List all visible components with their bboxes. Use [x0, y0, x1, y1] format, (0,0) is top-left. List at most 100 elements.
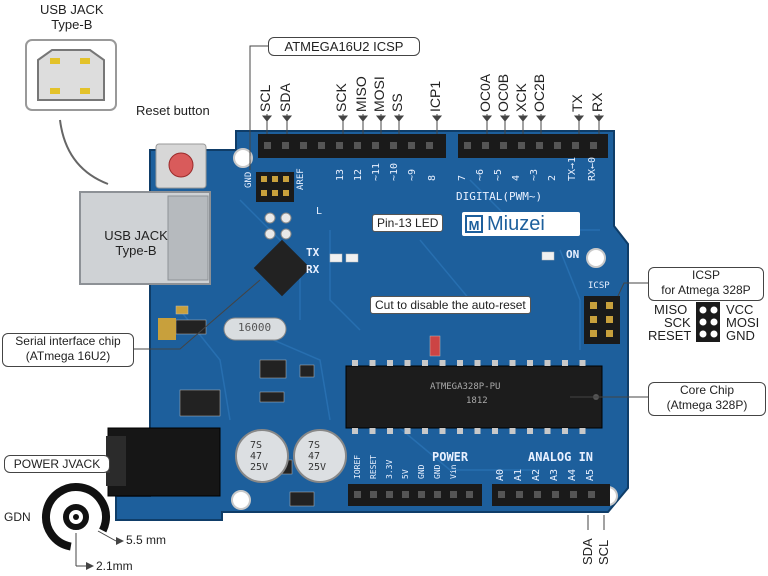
top-pin-label-oc2b: OC2B [531, 73, 547, 112]
chip-pin [439, 360, 446, 366]
usb-top-line2: Type-B [51, 17, 93, 32]
icsp-gnd: GND [726, 328, 755, 343]
serial-chip-callout: Serial interface chip (ATmega 16U2) [2, 333, 134, 367]
pin-arrow-ss [393, 115, 405, 122]
silk-on: ON [566, 248, 580, 261]
chip-pin [457, 360, 463, 366]
header-pin [426, 142, 433, 149]
analog-pin-label: A4 [567, 468, 578, 481]
gdn-label: GDN [4, 510, 31, 524]
pin-arrow-sck [337, 115, 349, 122]
pin-arrow-oc0b [499, 115, 511, 122]
capacitors [235, 429, 347, 483]
header-pin [408, 142, 415, 149]
reset-button-label: Reset button [136, 103, 210, 118]
icsp-vcc: VCC [726, 302, 754, 317]
header-pin [390, 142, 397, 149]
power-pin-label: 5V [401, 469, 410, 479]
power-jack-callout: POWER JVACK [4, 455, 110, 473]
digital-pin-number: ~6 [475, 168, 486, 181]
pin-arrow-icp1 [431, 115, 443, 122]
header-pin [282, 142, 289, 149]
header-pin [372, 142, 379, 149]
top-pin-label-xck: XCK [513, 83, 529, 112]
chip-pin [352, 360, 358, 366]
header-pin [572, 142, 579, 149]
core-chip-callout: Core Chip (Atmega 328P) [648, 382, 766, 416]
header-pin [518, 142, 525, 149]
pin-arrow-tx [573, 115, 585, 122]
chip-pin [509, 360, 516, 366]
digital-pin-number: ~9 [407, 168, 418, 181]
power-pin-label: IOREF [353, 454, 362, 479]
power-pin-label: Vin [449, 464, 458, 479]
atmega328p-chip [345, 365, 603, 429]
icsp-sck: SCK [664, 315, 691, 330]
bottom-pin-label-scl: SCL [596, 539, 611, 565]
chip-pin [492, 360, 498, 366]
icsp-miso: MISO [654, 302, 688, 317]
pin-arrow-sda [281, 115, 293, 122]
top-pin-label-sck: SCK [333, 83, 349, 112]
icsp328-line2: for Atmega 328P [661, 283, 751, 297]
power-pin-label: 3.3V [385, 459, 394, 479]
usb-top-line1: USB JACK [40, 2, 104, 17]
digital-pin-number: ~5 [493, 168, 504, 181]
header-pin [336, 142, 343, 149]
usb-board-line2: Type-B [115, 243, 157, 258]
header-pin [418, 491, 425, 498]
chip-pin [527, 428, 533, 434]
header-pin [534, 491, 541, 498]
pin-arrow-oc0a [481, 115, 493, 122]
top-pin-label-oc0a: OC0A [477, 73, 493, 112]
chip-marking-2: 1812 [466, 396, 488, 406]
pin13-led-label: Pin-13 LED [372, 214, 444, 232]
header-pin [570, 491, 577, 498]
chip-pin [474, 428, 481, 434]
pin-arrow-scl [261, 115, 273, 122]
header-pin [464, 142, 471, 149]
chip-pin [387, 360, 393, 366]
cap2-voltage: 25V [308, 462, 327, 473]
header-pin [370, 491, 377, 498]
cap1-voltage: 25V [250, 462, 269, 473]
chip-pin [404, 428, 411, 434]
header-pin [590, 142, 597, 149]
cap2-value: 47 [308, 451, 321, 462]
digital-pin-number: 13 [335, 168, 346, 181]
chip-pin [562, 428, 568, 434]
brand-m-icon: M [465, 215, 483, 233]
digital-pin-number: ~3 [529, 168, 540, 181]
cap1-text: 7S 47 25V [250, 440, 268, 473]
header-pin [318, 142, 325, 149]
icsp16u2-callout: ATMEGA16U2 ICSP [268, 37, 420, 56]
bottom-pin-label-sda: SDA [580, 538, 595, 565]
icsp328-callout: ICSP for Atmega 328P [648, 267, 764, 301]
chip-pin [579, 360, 586, 366]
icsp328-line1: ICSP [691, 268, 720, 282]
power-jack-label: POWER JVACK [13, 457, 101, 471]
top-pin-label-scl: SCL [257, 84, 273, 112]
silk-tx: TX [306, 246, 320, 259]
icsp-reset: RESET [648, 328, 692, 343]
chip-pin [509, 428, 516, 434]
header-power [348, 484, 482, 506]
chip-pin [369, 428, 376, 434]
digital-pin-number: 4 [511, 174, 522, 181]
usb-top-label: USB JACK Type-B [40, 2, 104, 32]
header-pin [552, 491, 559, 498]
digital-pin-number: ~10 [389, 162, 400, 181]
soldering-pads [158, 318, 176, 340]
header-pin [402, 491, 409, 498]
cap1-brand: 7S [250, 440, 263, 451]
usb-board-line1: USB JACK [104, 228, 168, 243]
header-pin [300, 142, 307, 149]
serial-chip-line1: Serial interface chip [15, 334, 121, 348]
icsp-mosi: MOSI [726, 315, 760, 330]
chip-pin [544, 360, 551, 366]
chip-pin [352, 428, 358, 434]
leader-serial [132, 279, 261, 350]
analog-pin-label: A1 [513, 468, 524, 481]
header-pin [482, 142, 489, 149]
reset-button-cap [168, 152, 194, 178]
